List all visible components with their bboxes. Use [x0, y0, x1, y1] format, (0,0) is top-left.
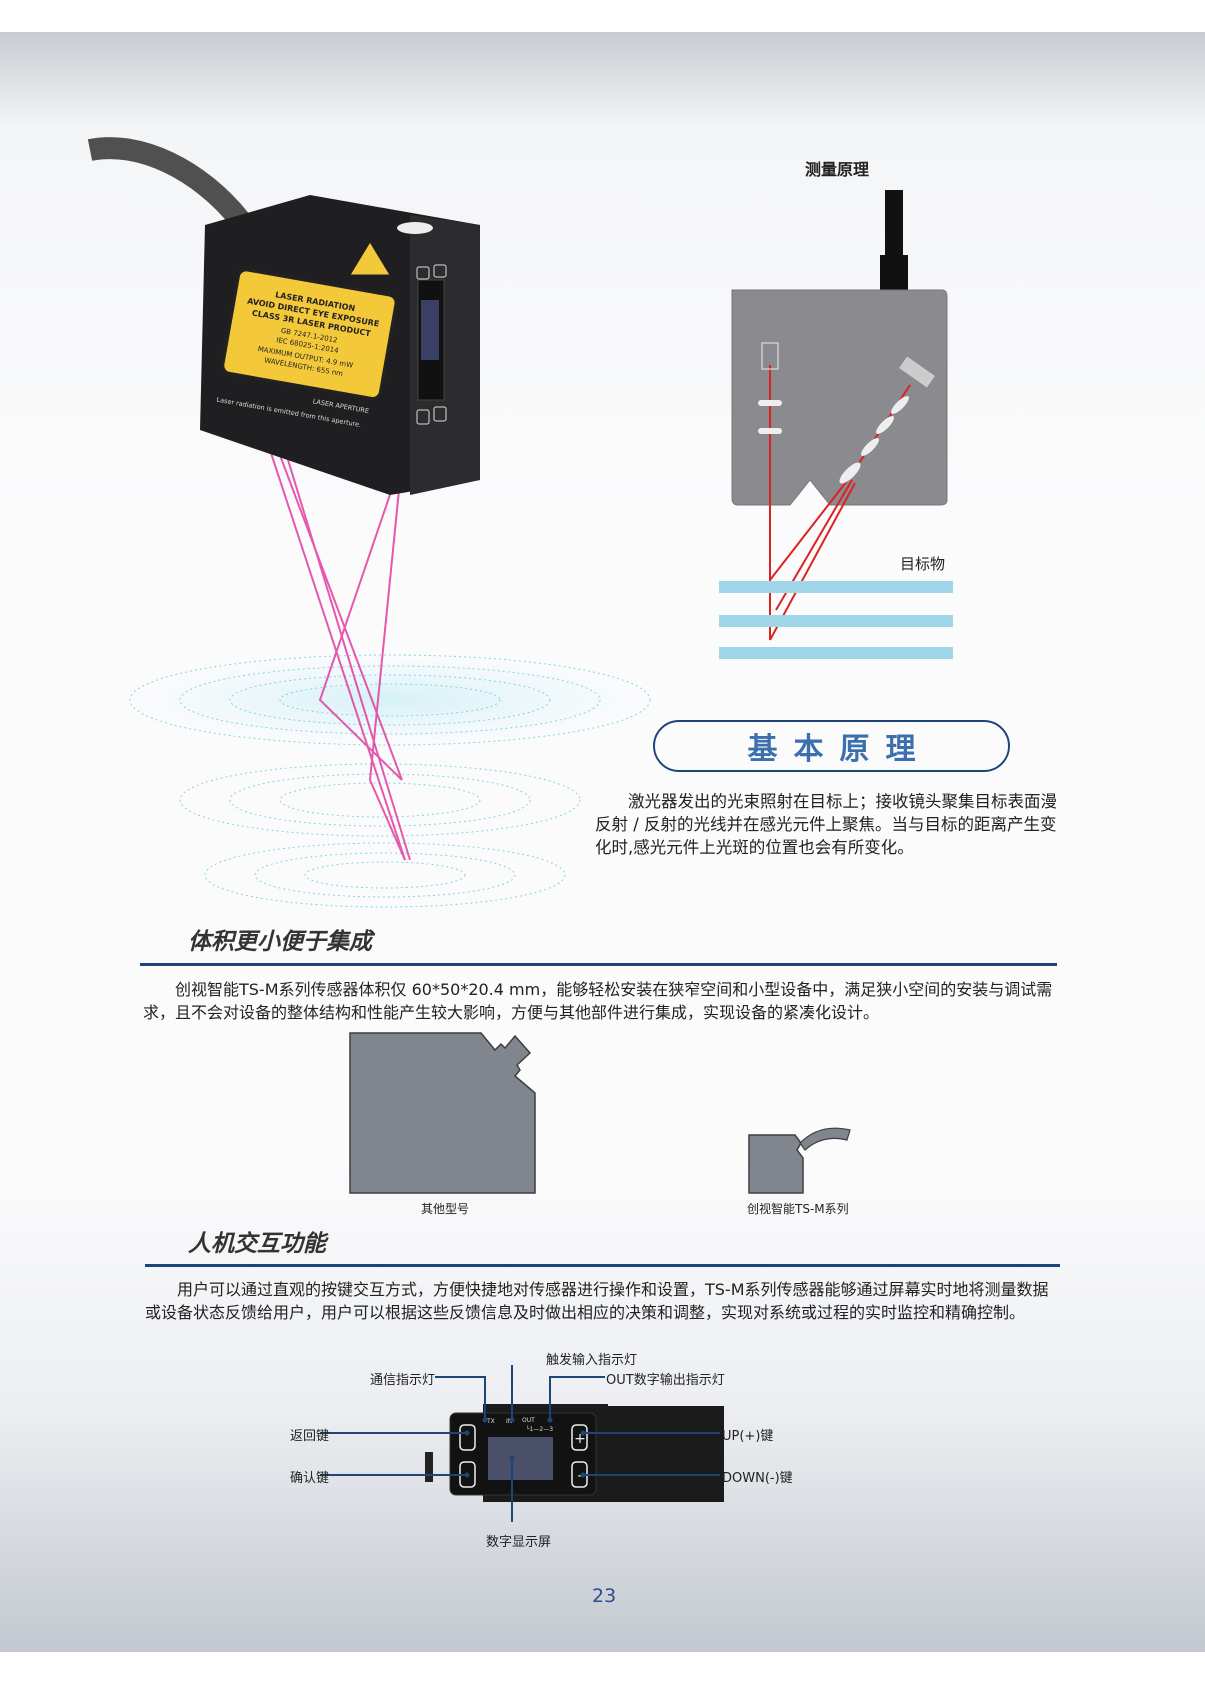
svg-text:-: - — [577, 1468, 582, 1484]
target-surfaces — [719, 581, 953, 659]
page-number: 23 — [592, 1585, 617, 1607]
target-label: 目标物 — [900, 555, 946, 573]
section-hmi-text: 用户可以通过直观的按键交互方式，方便快捷地对传感器进行操作和设置，TS-M系列传… — [145, 1280, 1049, 1322]
svg-text:+: + — [574, 1431, 586, 1447]
callout-trigger-indicator: 触发输入指示灯 — [546, 1353, 638, 1368]
other-model-label: 其他型号 — [421, 1202, 470, 1216]
confirm-key-icon — [416, 266, 430, 280]
back-key-icon — [433, 264, 447, 278]
hmi-panel-diagram: + - TX IN OUT └1—2—3 — [320, 1365, 724, 1522]
section-divider — [145, 1264, 1060, 1267]
section-size-text: 创视智能TS-M系列传感器体积仅 60*50*20.4 mm，能够轻松安装在狭窄… — [143, 980, 1053, 1022]
section-divider — [140, 963, 1057, 966]
out-indicator-label: OUT — [522, 1417, 535, 1424]
plus-key-icon — [433, 406, 447, 422]
in-indicator-label: IN — [506, 1418, 512, 1425]
page-background — [0, 32, 1205, 1652]
laser-sensor-product-image: LASER RADIATION AVOID DIRECT EYE EXPOSUR… — [87, 137, 651, 908]
tx-indicator-label: TX — [486, 1418, 495, 1425]
measurement-principle-diagram — [719, 190, 953, 659]
callout-up-key: UP(+)键 — [722, 1429, 774, 1444]
ts-m-outline — [748, 1134, 804, 1194]
callout-out-indicator: OUT数字输出指示灯 — [606, 1373, 725, 1388]
measurement-principle-title: 测量原理 — [805, 160, 870, 179]
basic-principle-heading-box: 基本原理 — [653, 720, 1010, 772]
laser-warning-icon — [349, 241, 391, 276]
callout-comm-indicator: 通信指示灯 — [370, 1373, 436, 1388]
minus-key-icon — [416, 409, 430, 425]
basic-principle-text: 激光器发出的光束照射在目标上；接收镜头聚集目标表面漫反射 / 反射的光线并在感光… — [595, 792, 1057, 857]
back-key-icon — [459, 1424, 476, 1451]
basic-principle-title: 基本原理 — [747, 732, 932, 767]
size-comparison-figure — [349, 1032, 851, 1194]
out-channels-label: └1—2—3 — [526, 1425, 553, 1433]
section-size-title: 体积更小便于集成 — [188, 929, 372, 955]
other-model-outline — [349, 1032, 536, 1194]
up-key-icon — [571, 1424, 588, 1451]
callout-display: 数字显示屏 — [486, 1535, 552, 1550]
ts-m-label: 创视智能TS-M系列 — [747, 1202, 849, 1216]
section-hmi-title: 人机交互功能 — [188, 1231, 326, 1257]
callout-back-key: 返回键 — [290, 1429, 330, 1444]
callout-down-key: DOWN(-)键 — [722, 1471, 793, 1486]
callout-confirm-key: 确认键 — [290, 1471, 330, 1486]
